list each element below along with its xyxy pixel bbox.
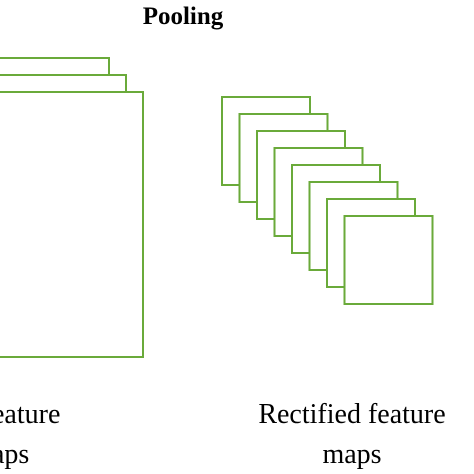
rectified-feature-map-stack [221, 96, 434, 305]
left-feature-map-3 [0, 91, 144, 358]
left-feature-map-stack [0, 57, 144, 358]
diagram-title: Pooling [143, 3, 224, 30]
left-caption-line2: aps [0, 439, 29, 470]
left-caption-line1: eature [0, 399, 60, 430]
right-caption-line1: Rectified feature [258, 399, 445, 430]
right-caption-line2: maps [322, 439, 381, 470]
rectified-feature-map-8 [343, 215, 434, 305]
